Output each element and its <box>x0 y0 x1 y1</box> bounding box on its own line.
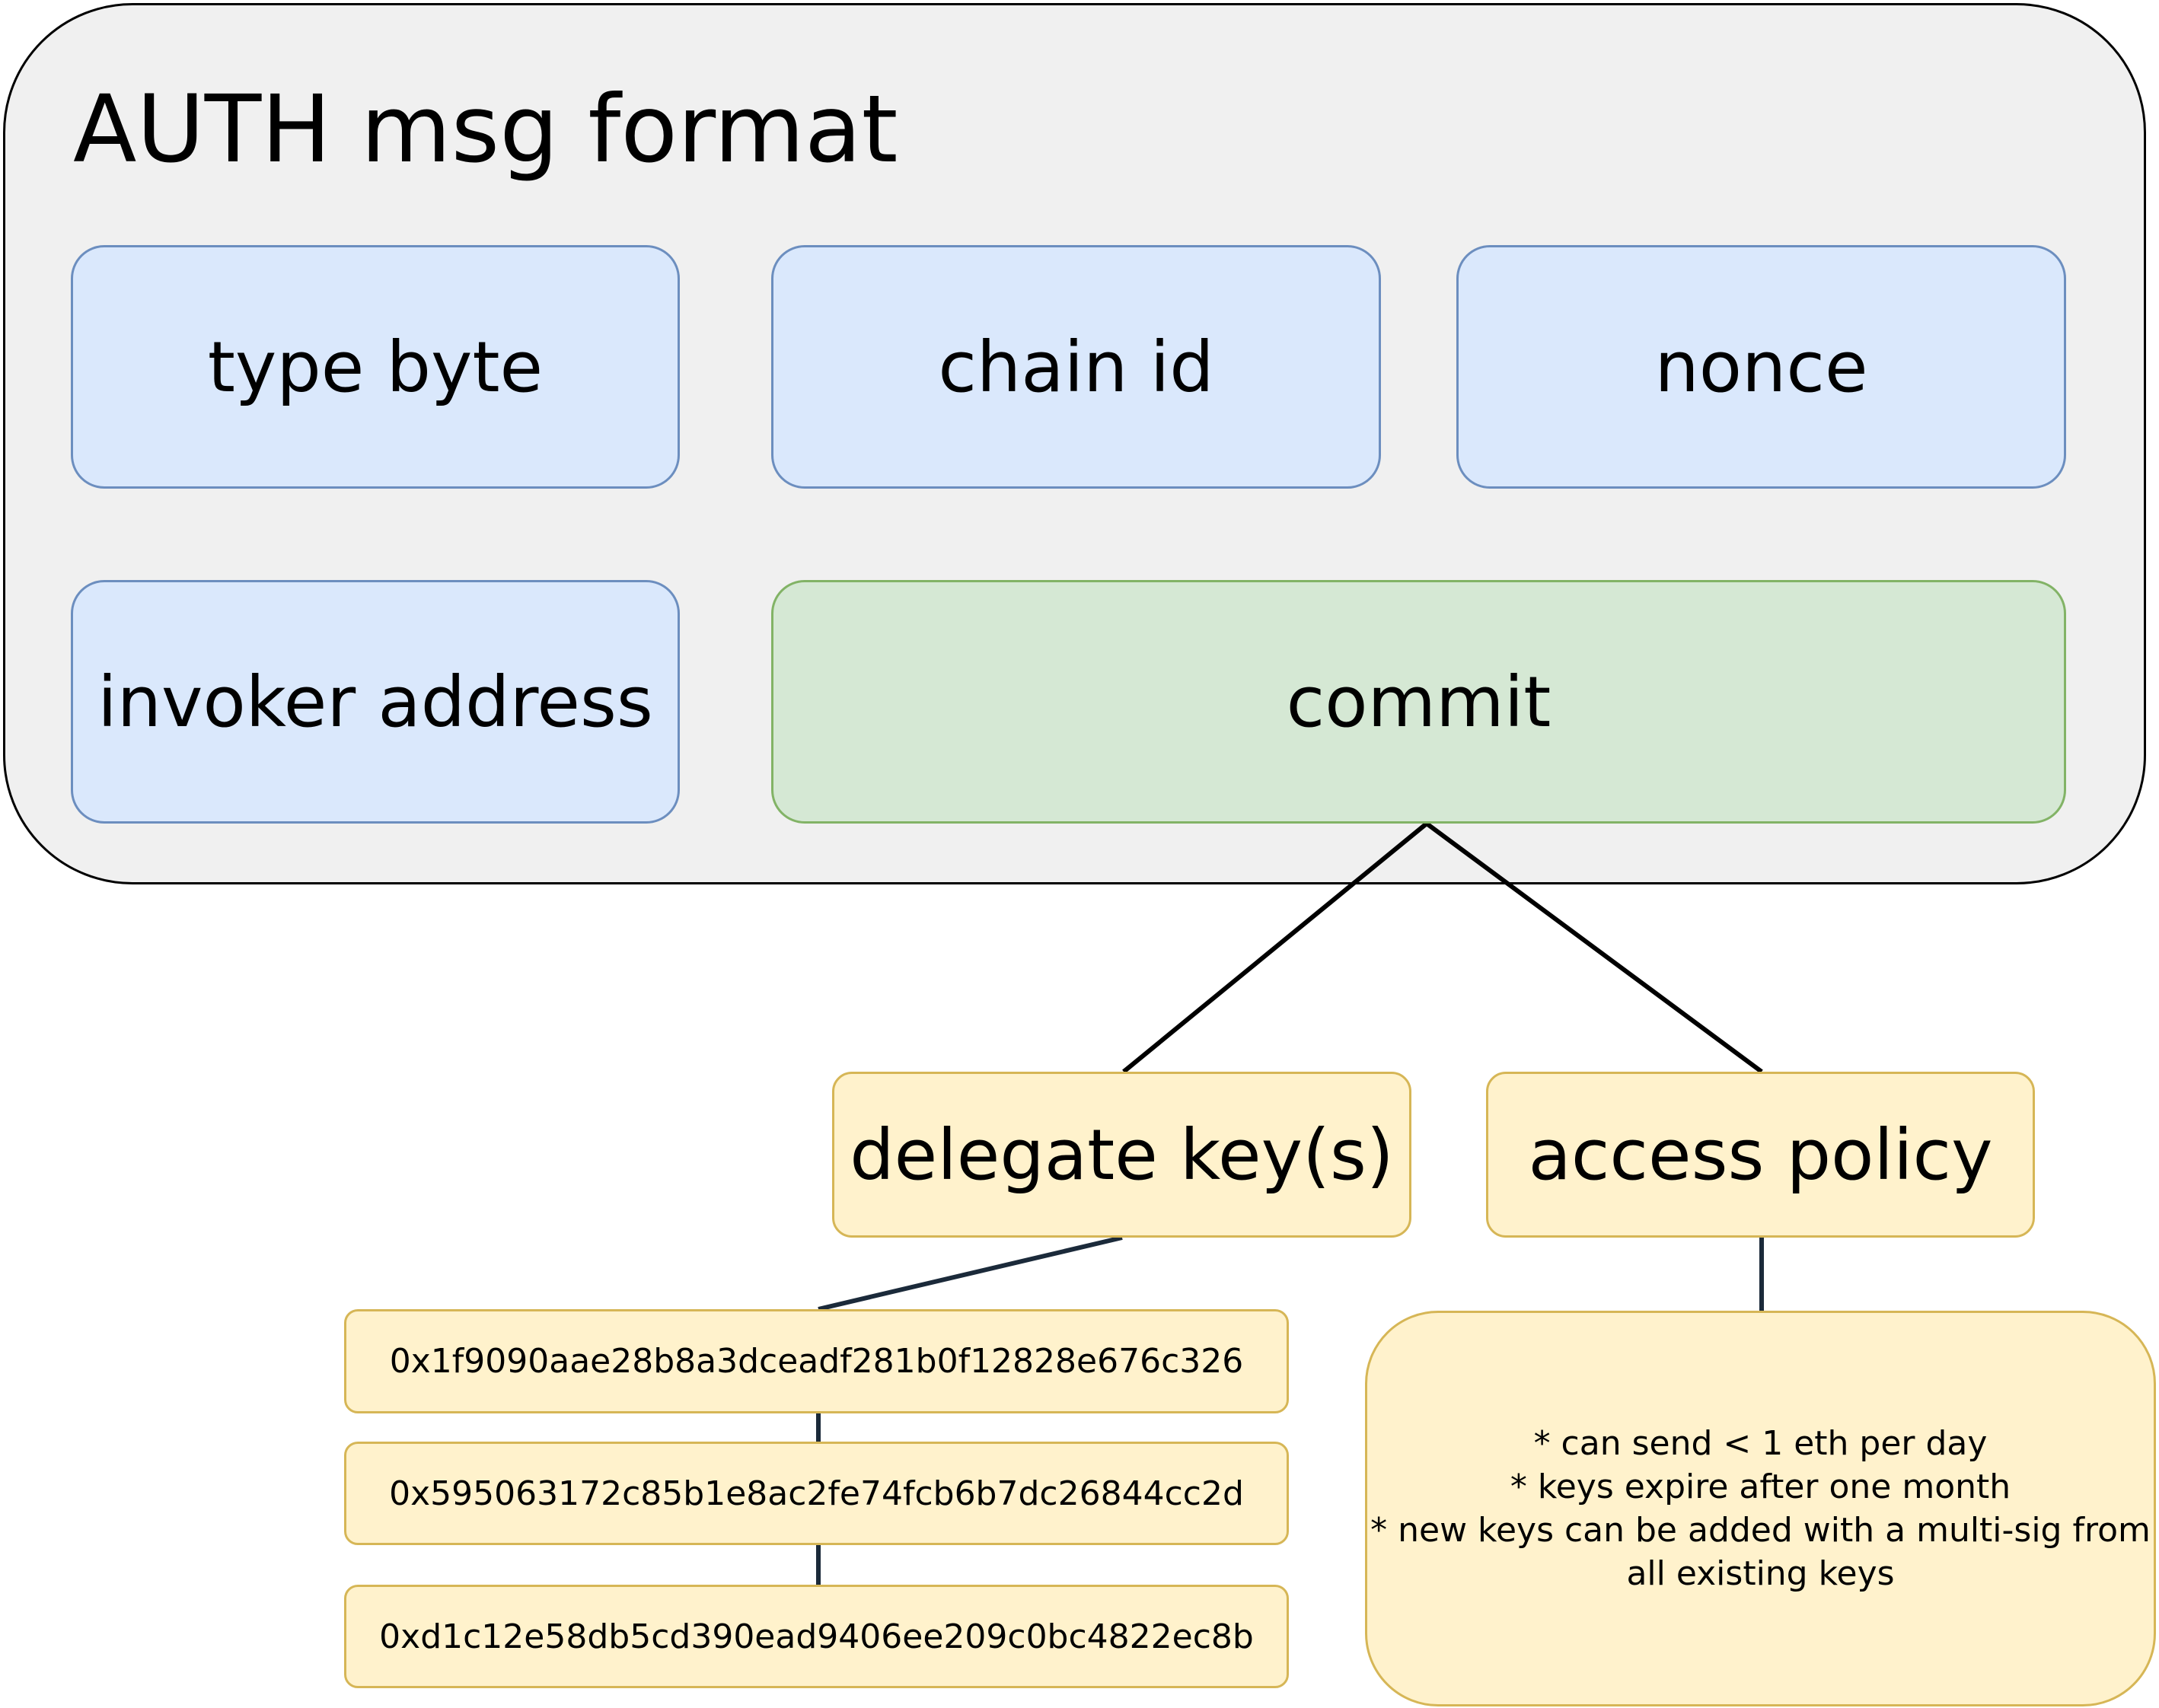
access-policy-label: access policy <box>1528 1114 1993 1196</box>
delegate-keys-label: delegate key(s) <box>850 1114 1394 1196</box>
delegate-key-value: 0xd1c12e58db5cd390ead9406ee209c0bc4822ec… <box>379 1617 1254 1656</box>
delegate-key-item: 0xd1c12e58db5cd390ead9406ee209c0bc4822ec… <box>344 1585 1289 1688</box>
delegate-key-item: 0x1f9090aae28b8a3dceadf281b0f12828e676c3… <box>344 1309 1289 1413</box>
delegate-to-keys-connector <box>818 1235 1123 1311</box>
commit-to-delegate-connector <box>1122 821 1428 1074</box>
policy-rule-line: all existing keys <box>1626 1554 1895 1593</box>
delegate-keys-box: delegate key(s) <box>832 1072 1411 1238</box>
invoker-address-field: invoker address <box>71 580 680 824</box>
delegate-key-value: 0x595063172c85b1e8ac2fe74fcb6b7dc26844cc… <box>389 1474 1244 1513</box>
type-byte-field: type byte <box>71 245 680 489</box>
delegate-key-value: 0x1f9090aae28b8a3dceadf281b0f12828e676c3… <box>389 1342 1244 1381</box>
nonce-label: nonce <box>1654 326 1868 408</box>
nonce-field: nonce <box>1456 245 2066 489</box>
policy-rule-line: * can send < 1 eth per day <box>1533 1424 1988 1463</box>
chain-id-label: chain id <box>938 326 1214 408</box>
policy-rule-line: * new keys can be added with a multi-sig… <box>1370 1511 2151 1550</box>
diagram-title: AUTH msg format <box>73 75 898 183</box>
invoker-address-label: invoker address <box>97 661 653 743</box>
commit-label: commit <box>1286 661 1551 743</box>
commit-field: commit <box>771 580 2066 824</box>
access-policy-rules: * can send < 1 eth per day * keys expire… <box>1365 1311 2156 1706</box>
commit-to-policy-connector <box>1425 821 1763 1074</box>
policy-rule-line: * keys expire after one month <box>1510 1467 2011 1506</box>
delegate-key-item: 0x595063172c85b1e8ac2fe74fcb6b7dc26844cc… <box>344 1442 1289 1545</box>
type-byte-label: type byte <box>207 326 544 408</box>
access-policy-box: access policy <box>1486 1072 2035 1238</box>
chain-id-field: chain id <box>771 245 1381 489</box>
